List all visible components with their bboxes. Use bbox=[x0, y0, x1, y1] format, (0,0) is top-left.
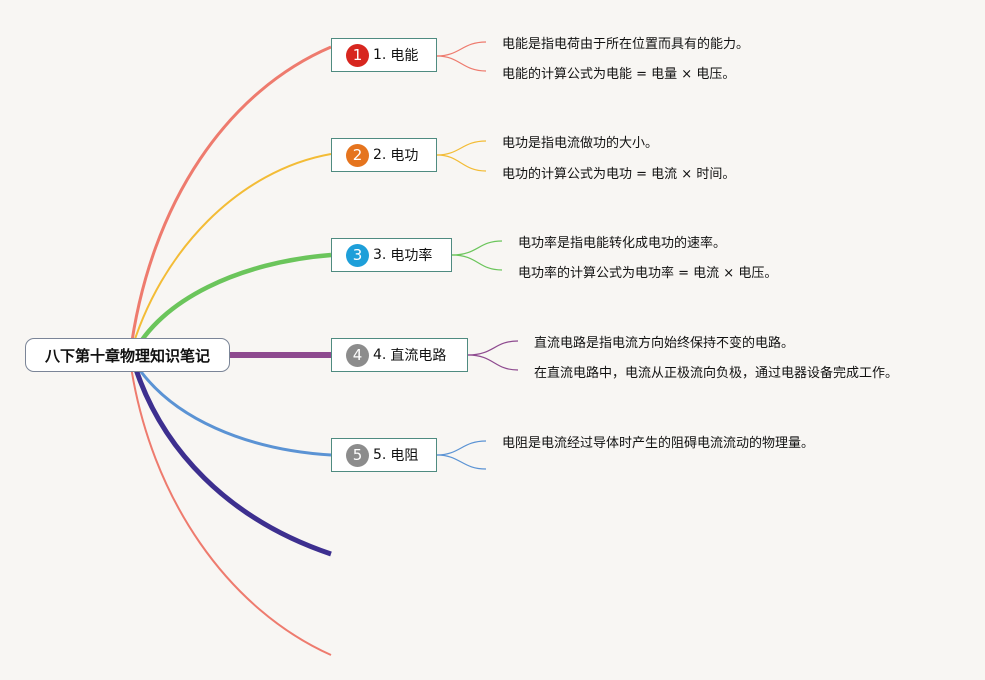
branch-5-connector bbox=[131, 359, 332, 457]
leaf-connector bbox=[436, 140, 487, 156]
topic-1-electric-energy[interactable]: 1 1. 电能 bbox=[331, 38, 437, 72]
note-1-2[interactable]: 电能的计算公式为电能 = 电量 × 电压。 bbox=[502, 67, 736, 82]
topic-label: 直流电路 bbox=[390, 348, 447, 364]
leaf-connector bbox=[436, 55, 487, 72]
branch-3-connector bbox=[130, 252, 332, 356]
note-5-1[interactable]: 电阻是电流经过导体时产生的阻碍电流流动的物理量。 bbox=[502, 436, 815, 451]
topic-label: 电功 bbox=[390, 148, 419, 164]
topic-label: 电阻 bbox=[390, 448, 419, 464]
topic-number: 4. bbox=[373, 347, 387, 363]
leaf-connector bbox=[436, 154, 487, 172]
leaf-connector bbox=[436, 440, 487, 456]
branch-1-connector bbox=[128, 45, 332, 356]
leaf-connector bbox=[451, 254, 503, 271]
note-4-2[interactable]: 在直流电路中，电流从正极流向负极，通过电器设备完成工作。 bbox=[534, 366, 899, 381]
leaf-connector bbox=[467, 354, 519, 371]
leaf-connector bbox=[436, 41, 487, 57]
topic-number: 1. bbox=[373, 47, 387, 63]
topic-4-dc-circuit[interactable]: 4 4. 直流电路 bbox=[331, 338, 468, 372]
note-2-2[interactable]: 电功的计算公式为电功 = 电流 × 时间。 bbox=[502, 167, 736, 182]
number-badge-icon: 4 bbox=[346, 343, 369, 367]
note-2-1[interactable]: 电功是指电流做功的大小。 bbox=[502, 136, 659, 151]
note-4-1[interactable]: 直流电路是指电流方向始终保持不变的电路。 bbox=[534, 336, 795, 351]
number-badge-icon: 3 bbox=[346, 243, 369, 267]
topic-5-resistance[interactable]: 5 5. 电阻 bbox=[331, 438, 437, 472]
topic-number: 5. bbox=[373, 447, 387, 463]
number-badge-icon: 5 bbox=[346, 443, 369, 467]
branch-7-connector bbox=[129, 359, 332, 656]
number-badge-icon: 1 bbox=[346, 43, 369, 67]
note-3-2[interactable]: 电功率的计算公式为电功率 = 电流 × 电压。 bbox=[518, 266, 778, 281]
topic-number: 2. bbox=[373, 147, 387, 163]
root-title: 八下第十章物理知识笔记 bbox=[44, 346, 210, 365]
note-1-1[interactable]: 电能是指电荷由于所在位置而具有的能力。 bbox=[502, 37, 750, 52]
root-topic[interactable]: 八下第十章物理知识笔记 bbox=[25, 338, 230, 372]
topic-label: 电能 bbox=[390, 48, 419, 64]
topic-3-electric-power[interactable]: 3 3. 电功率 bbox=[331, 238, 452, 272]
topic-label: 电功率 bbox=[390, 248, 433, 264]
note-3-1[interactable]: 电功率是指电能转化成电功的速率。 bbox=[518, 236, 727, 251]
leaf-connector bbox=[451, 240, 503, 256]
leaf-connector bbox=[467, 340, 519, 356]
topic-number: 3. bbox=[373, 247, 387, 263]
number-badge-icon: 2 bbox=[346, 143, 369, 167]
branch-6-connector bbox=[130, 359, 332, 557]
topic-2-electric-work[interactable]: 2 2. 电功 bbox=[331, 138, 437, 172]
leaf-connector bbox=[436, 454, 487, 470]
branch-2-connector bbox=[129, 153, 332, 356]
